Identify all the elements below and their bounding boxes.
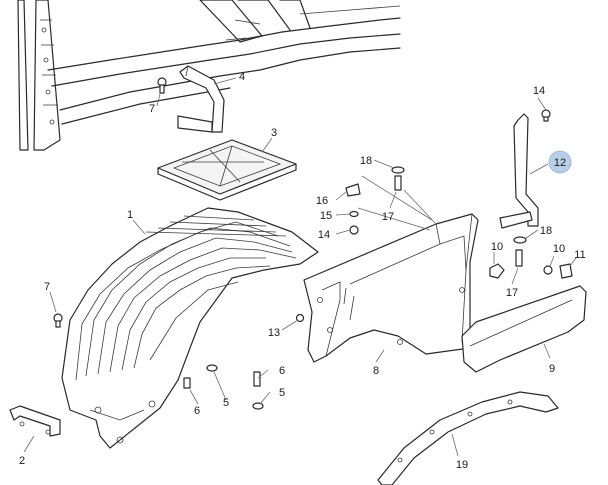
fasteners (53, 77, 573, 410)
callout-14a[interactable]: 14 (533, 85, 545, 97)
callout-18a[interactable]: 18 (360, 155, 372, 167)
bolt-7-top (157, 77, 167, 94)
callout-2[interactable]: 2 (19, 455, 25, 467)
part-9-side-cover (461, 285, 587, 373)
callout-17a[interactable]: 17 (382, 211, 394, 223)
part-1-rear-fender (61, 207, 319, 449)
part-4-bracket (177, 65, 225, 133)
callout-labels: 1 2 3 4 5 5 6 6 7 7 8 9 10 10 11 12 13 1… (19, 71, 586, 471)
callout-11[interactable]: 11 (574, 249, 585, 261)
callout-6b[interactable]: 6 (279, 365, 285, 377)
callout-18b[interactable]: 18 (540, 225, 552, 237)
selected-callout-highlight (548, 150, 572, 174)
nut-10-mid (489, 263, 505, 279)
callout-8[interactable]: 8 (373, 365, 379, 377)
nut-10-right (543, 265, 553, 275)
part-3-plate (157, 139, 297, 201)
part-12-vertical-bracket (499, 113, 539, 229)
callout-1[interactable]: 1 (127, 209, 133, 221)
part-8-side-panel (303, 213, 479, 363)
callout-7a[interactable]: 7 (149, 103, 155, 115)
washer-18-top (391, 166, 405, 174)
callout-4[interactable]: 4 (239, 71, 245, 83)
callout-10b[interactable]: 10 (553, 243, 565, 255)
callout-13[interactable]: 13 (268, 327, 280, 339)
callout-10a[interactable]: 10 (491, 241, 503, 253)
callout-7b[interactable]: 7 (44, 281, 50, 293)
bolt-17-top (394, 175, 402, 191)
callout-15[interactable]: 15 (320, 210, 332, 222)
callout-14b[interactable]: 14 (318, 229, 330, 241)
bolt-6-right (253, 371, 261, 387)
bolt-14-top (541, 109, 551, 122)
callout-5b[interactable]: 5 (279, 387, 285, 399)
bolt-14-mid (349, 225, 359, 235)
callout-9[interactable]: 9 (549, 363, 555, 375)
part-2-bracket (9, 405, 61, 437)
bolt-13 (295, 313, 305, 323)
bolt-17-right (515, 249, 523, 267)
callout-12[interactable]: 12 (554, 157, 566, 169)
bolt-7-left (53, 313, 63, 328)
callout-17b[interactable]: 17 (506, 287, 518, 299)
callout-3[interactable]: 3 (271, 127, 277, 139)
callout-19[interactable]: 19 (456, 459, 468, 471)
bolt-6-left (183, 377, 191, 389)
clip-16 (345, 183, 361, 197)
washer-5-left (206, 364, 218, 372)
callout-5a[interactable]: 5 (223, 397, 229, 409)
washer-5-right (252, 402, 264, 410)
callout-16[interactable]: 16 (316, 195, 328, 207)
cab-frame (17, 0, 401, 151)
part-19-arch-trim (377, 391, 559, 485)
washer-15 (349, 210, 359, 218)
clip-11 (559, 263, 573, 279)
leader-lines (23, 77, 577, 457)
washer-18-right (513, 236, 527, 244)
callout-6a[interactable]: 6 (194, 405, 200, 417)
